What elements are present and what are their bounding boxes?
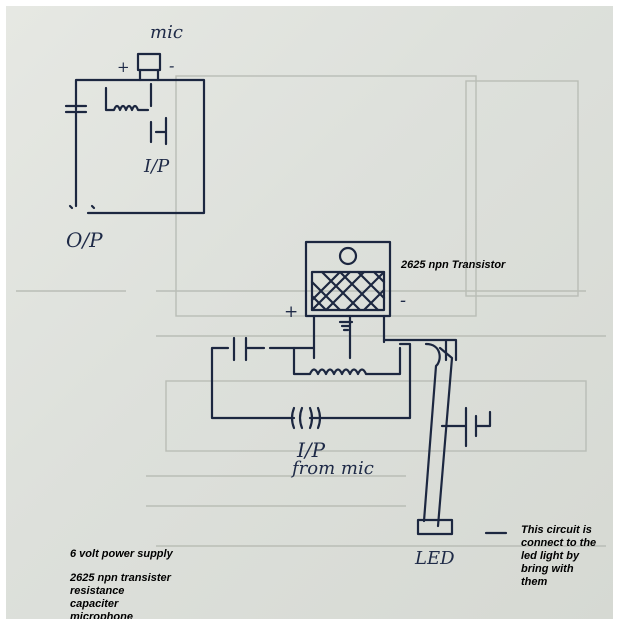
minus-mid-label: - xyxy=(400,290,407,311)
input-top-label: I/P xyxy=(144,156,170,177)
component-capacitor: capaciter xyxy=(70,598,119,610)
top-circuit xyxy=(64,52,206,215)
from-mic-label: from mic xyxy=(292,458,374,479)
battery-top xyxy=(149,82,168,146)
output-label: O/P xyxy=(66,228,103,252)
note-line-2: connect to the xyxy=(521,537,597,549)
ground-mark xyxy=(338,320,354,332)
mic-input-symbol xyxy=(290,406,322,430)
led-label: LED xyxy=(415,548,455,569)
note-line-4: bring with xyxy=(521,563,574,575)
led-symbol xyxy=(416,518,454,536)
plus-top-label: + xyxy=(117,58,130,76)
led-long-wire xyxy=(422,342,454,528)
capacitor-main xyxy=(232,336,266,362)
component-microphone: microphone xyxy=(70,611,133,619)
transistor-label: 2625 npn Transistor xyxy=(401,259,506,271)
main-circuit xyxy=(210,336,508,536)
transistor-hatching xyxy=(310,270,386,312)
component-transistor: 2625 npn transister xyxy=(70,572,171,584)
mic-wires xyxy=(138,68,160,82)
circuit-note: This circuit is connect to the led light… xyxy=(521,524,596,589)
mic-symbol xyxy=(136,52,162,72)
component-resistance: resistance xyxy=(70,585,125,597)
inductor-main xyxy=(292,346,402,376)
power-supply-label: 6 volt power supply xyxy=(70,548,173,560)
minus-top-label: - xyxy=(169,56,175,75)
plus-mid-label: + xyxy=(284,302,299,322)
led-right-wire xyxy=(382,338,458,362)
output-terminals xyxy=(68,204,96,210)
top-frame-wire xyxy=(74,78,206,215)
transistor-symbol xyxy=(304,240,392,360)
transistor-mounting-hole xyxy=(338,246,358,266)
note-line-1: This circuit is xyxy=(521,524,592,536)
circuit-sketch xyxy=(16,52,606,547)
inductor-top xyxy=(104,86,150,112)
mic-label: mic xyxy=(150,22,183,43)
note-line-3: led light by xyxy=(521,550,580,562)
component-list: 2625 npn transister resistance capaciter… xyxy=(70,572,171,619)
notebook-paper-photo: mic + - I/P O/P + - I/P from mic LED 262… xyxy=(6,6,613,619)
input-bottom-label: I/P xyxy=(297,438,326,462)
main-loop-wire xyxy=(210,342,412,420)
note-line-5: them xyxy=(521,576,548,588)
battery-main xyxy=(440,406,492,448)
